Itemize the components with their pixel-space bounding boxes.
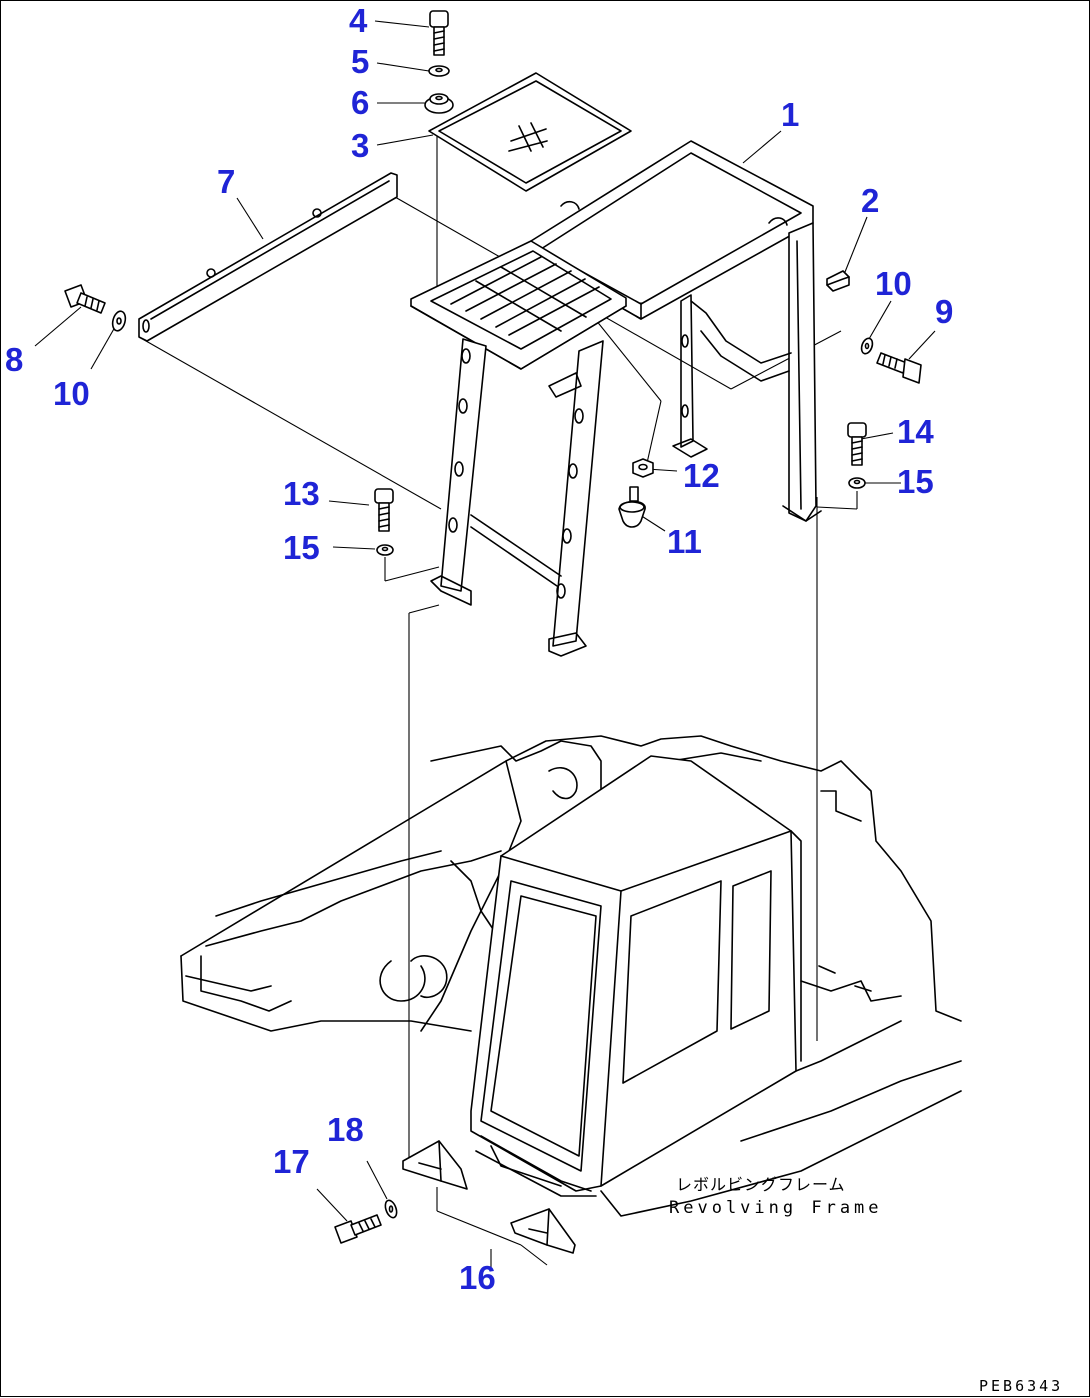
assembly-lines (138, 131, 858, 1266)
part-8-bolt (64, 284, 106, 314)
part-9-bolt (876, 352, 922, 384)
callout-15-left: 15 (283, 529, 320, 566)
callout-14: 14 (897, 413, 934, 450)
part-12-nut (632, 458, 654, 478)
callout-9: 9 (935, 293, 954, 330)
callout-10-left: 10 (53, 375, 90, 412)
callout-3: 3 (351, 127, 370, 164)
cover-plate-part-3 (428, 72, 632, 192)
operator-cab (470, 755, 802, 1197)
part-2-clip (826, 270, 850, 292)
callout-18: 18 (327, 1111, 364, 1148)
callout-2: 2 (861, 182, 880, 219)
callout-17: 17 (273, 1143, 310, 1180)
part-10-washer-right (860, 337, 874, 355)
callout-11: 11 (667, 523, 702, 560)
callout-5: 5 (351, 43, 370, 80)
part-15-washer-right (848, 477, 866, 489)
callout-8: 8 (5, 341, 24, 378)
part-14-bolt (847, 422, 867, 466)
callout-16: 16 (459, 1259, 496, 1296)
drawing-code: PEB6343 (979, 1377, 1064, 1395)
frame-label-english: Revolving Frame (669, 1198, 883, 1218)
part-17-bolt (334, 1214, 382, 1244)
handrail-part-7 (138, 172, 398, 342)
stand-frame-part-1 (410, 140, 822, 657)
callout-7: 7 (217, 163, 236, 200)
part-5-washer (428, 65, 450, 77)
callout-13: 13 (283, 475, 320, 512)
callout-12: 12 (683, 457, 720, 494)
callout-15-right: 15 (897, 463, 934, 500)
callout-1: 1 (781, 96, 800, 133)
part-11-cushion (618, 486, 646, 528)
revolving-frame (180, 735, 962, 1217)
part-6-grommet (424, 93, 454, 114)
part-10-washer-left (111, 310, 127, 332)
callout-4: 4 (349, 2, 368, 39)
callout-10-right: 10 (875, 265, 912, 302)
part-4-bolt (429, 10, 449, 56)
part-15-washer-left (376, 544, 394, 556)
frame-label-japanese: レボルビングフレーム (676, 1175, 846, 1194)
callout-6: 6 (351, 84, 370, 121)
part-18-washer (384, 1199, 398, 1219)
part-16-bracket (402, 1140, 576, 1254)
part-13-bolt (374, 488, 394, 532)
